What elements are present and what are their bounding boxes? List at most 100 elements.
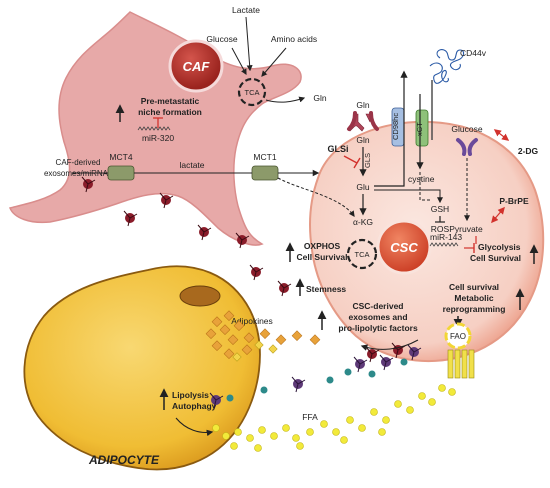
caf-tca-label: TCA (245, 88, 260, 97)
two-dg-label: 2-DG (518, 146, 539, 156)
ffa-droplets (212, 384, 456, 452)
pbrpe-arrow (491, 206, 505, 224)
adipokine-diamonds-yellow (232, 340, 278, 362)
mir320-label: miR-320 (142, 133, 174, 143)
ros-label: ROS (431, 224, 450, 234)
caf-exosomes (81, 176, 406, 363)
lactate-in-arrow (245, 16, 253, 72)
adipokines-label: Adipokines (231, 316, 273, 326)
csc-exosomes-label-3: pro-lipolytic factors (338, 323, 418, 333)
survival-label-1: Cell survival (449, 282, 499, 292)
fao-label: FAO (450, 332, 466, 341)
gln-transporter-arms (347, 111, 379, 131)
mir143-label: miR-143 (430, 232, 462, 242)
gln-out-arrow (265, 96, 306, 103)
exosome (249, 264, 264, 281)
glsi-label: GLSi (327, 144, 348, 154)
gsh-label: GSH (431, 204, 449, 214)
exosome (291, 376, 306, 393)
glycolysis-label-2: Cell Survival (470, 253, 521, 263)
exosome (81, 176, 96, 193)
stemness-label: Stemness (306, 284, 346, 294)
caf-exosomes-label-1: CAF-derived (56, 158, 101, 167)
glsi-inhibition-bar (353, 157, 361, 169)
csc-title: CSC (390, 240, 418, 255)
exosome (197, 224, 212, 241)
exosome (123, 210, 138, 227)
cd44v-glyco-chains (429, 49, 465, 84)
adipocyte-membrane (23, 265, 261, 471)
teal-particles (226, 358, 408, 402)
survival-label-3: reprogramming (443, 304, 506, 314)
caf-gln-label: Gln (313, 93, 327, 103)
glycolysis-label-1: Glycolysis (478, 242, 521, 252)
premetastatic-label-2: niche formation (138, 107, 202, 117)
fatty-acid-channel (447, 349, 475, 379)
cd98hc-label: CD98hc (391, 113, 400, 140)
akg-label: α-KG (353, 217, 373, 227)
gls-label: GLS (363, 153, 372, 168)
caf-glucose-label: Glucose (206, 34, 237, 44)
cystine-label: cystine (408, 174, 435, 184)
oxphos-label-2: Cell Survival (296, 252, 347, 262)
glu-to-gsh-arrow (374, 189, 443, 204)
adipokine-diamonds (205, 310, 321, 360)
amino-acids-in-arrow (261, 47, 287, 77)
adipocyte-nucleus (179, 285, 221, 307)
glu-link (374, 172, 405, 187)
cd44v-label: CD44v (460, 48, 487, 58)
exosome (209, 392, 224, 409)
autophagy-label: Autophagy (172, 401, 217, 411)
fao-cycle (444, 322, 472, 350)
exosome (379, 354, 394, 371)
exosome (159, 192, 174, 209)
exosome (407, 344, 422, 361)
caf-membrane (8, 11, 302, 246)
adipocyte-title: ADIPOCYTE (88, 453, 160, 467)
csc-exosomes-label-2: exosomes and (348, 312, 407, 322)
mct4-label: MCT4 (109, 152, 132, 162)
mct1-label: MCT1 (253, 152, 276, 162)
caf-lactate-label: Lactate (232, 5, 260, 15)
exosome (277, 280, 292, 297)
csc-exosomes (209, 344, 422, 409)
caf-amino-acids-label: Amino acids (271, 34, 317, 44)
exosome (353, 356, 368, 373)
csc-cell: CSC (309, 120, 545, 363)
oxphos-label-1: OXPHOS (304, 241, 341, 251)
csc-tca-label: TCA (355, 250, 370, 259)
csc-gln-top-label: Gln (356, 100, 370, 110)
mct4-transporter (107, 165, 135, 181)
caf-title: CAF (183, 59, 211, 74)
glucose-in-arrow (231, 47, 247, 76)
exosome (235, 232, 250, 249)
lipolysis-label: Lipolysis (172, 390, 209, 400)
glsi-inhibition (343, 155, 358, 164)
caf-tca-cycle (237, 77, 267, 107)
csc-nucleus (376, 219, 432, 275)
mir143-strand (429, 242, 459, 247)
adipocyte-cell: ADIPOCYTE (23, 265, 261, 471)
cystine-to-gsh (419, 172, 432, 201)
glut-transporter (456, 138, 478, 156)
csc-gln-inner-label: Gln (356, 135, 370, 145)
pyruvate-label: Pyruvate (449, 224, 483, 234)
caf-cell: CAF (8, 11, 302, 246)
csc-tca-cycle (346, 238, 378, 270)
caf-nucleus (168, 39, 224, 93)
two-dg-arrow (493, 129, 510, 141)
premetastatic-label-1: Pre-metastatic (141, 96, 200, 106)
csc-glucose-label: Glucose (451, 124, 482, 134)
survival-label-2: Metabolic (454, 293, 493, 303)
lactate-to-akg-arrow (277, 177, 355, 217)
mir320-strand (137, 126, 171, 131)
glu-label: Glu (356, 182, 370, 192)
csc-exosomes-label-1: CSC-derived (352, 301, 403, 311)
exosome-uptake-arrow (360, 339, 419, 351)
ffa-label: FFA (302, 412, 318, 422)
mct1-transporter (251, 165, 279, 181)
pbrpe-label: P-BrPE (499, 196, 529, 206)
lactate-shuttle-label: lactate (179, 160, 204, 170)
ffa-release-arrow (175, 417, 214, 437)
